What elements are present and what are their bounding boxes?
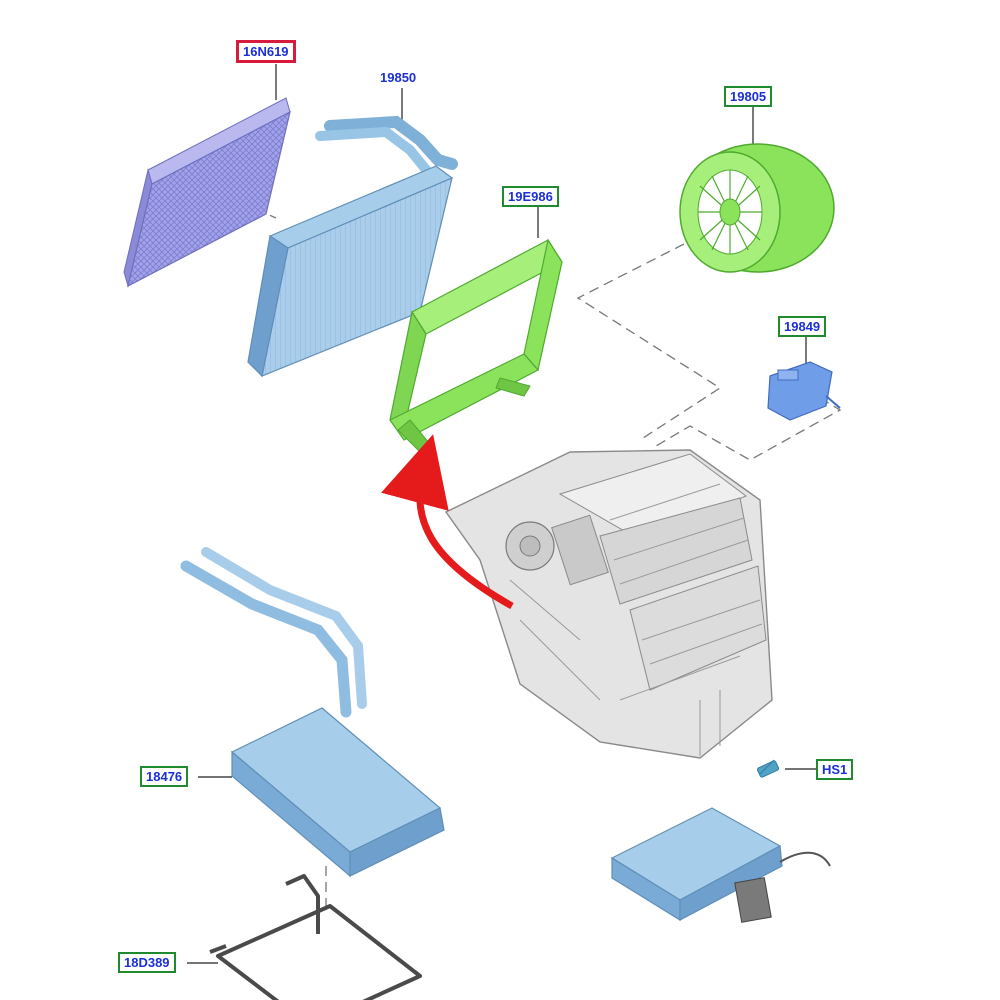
cabin-filter-icon [123,97,291,288]
blower-assembly-line [576,243,722,441]
gasket-icon [209,874,422,1000]
callout-hs1[interactable]: HS1 [816,759,854,780]
callout-18d389[interactable]: 18D389 [118,952,176,973]
defrost-door-module-icon [610,807,831,923]
install-direction-arrow [381,434,514,610]
callout-18476[interactable]: 18476 [140,766,189,787]
callout-19849[interactable]: 19849 [778,316,827,337]
callout-16n619[interactable]: 16N619 [236,40,296,63]
resistor-icon [767,361,841,421]
blower-motor-icon [679,143,835,273]
callout-19805[interactable]: 19805 [724,86,773,107]
seal-frame-icon [389,238,563,453]
leader-lines [187,64,816,964]
screw-icon [756,759,780,778]
evaporator-core-icon [247,115,458,378]
resistor-assembly-line [655,397,842,461]
heater-core-icon [180,547,445,878]
callout-19e986[interactable]: 19E986 [502,186,559,207]
hvac-housing-icon [444,449,773,759]
callout-19850[interactable]: 19850 [380,70,417,85]
